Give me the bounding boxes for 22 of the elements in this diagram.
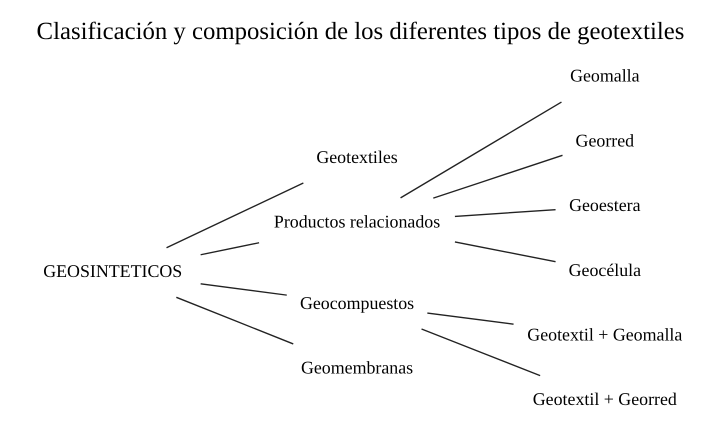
node-text: Geoestera xyxy=(568,195,640,216)
connector xyxy=(432,154,562,199)
connector xyxy=(200,242,259,256)
node-text: Geotextil + Geomalla xyxy=(526,324,682,344)
connector xyxy=(454,208,556,218)
node-text: Geomalla xyxy=(570,66,640,86)
connector xyxy=(420,328,540,376)
connector xyxy=(400,101,562,198)
diagram-title: Clasificación y composición de los diferentes tipos de geotextiles xyxy=(36,18,684,46)
node-text: Geotextil + Georred xyxy=(532,389,676,410)
node-text: Geocélula xyxy=(568,260,641,280)
node-text: Geotextiles xyxy=(316,146,398,167)
connector xyxy=(166,182,304,248)
node-text: GEOSINTETICOS xyxy=(42,261,182,282)
connector xyxy=(200,283,286,296)
node-text: Georred xyxy=(575,130,634,150)
node-text: Geocompuestos xyxy=(299,292,414,313)
connector xyxy=(426,312,514,325)
connector xyxy=(176,296,294,345)
connector xyxy=(454,241,556,262)
node-text: Geomembranas xyxy=(300,358,413,378)
node-text: Productos relacionados xyxy=(273,212,440,232)
